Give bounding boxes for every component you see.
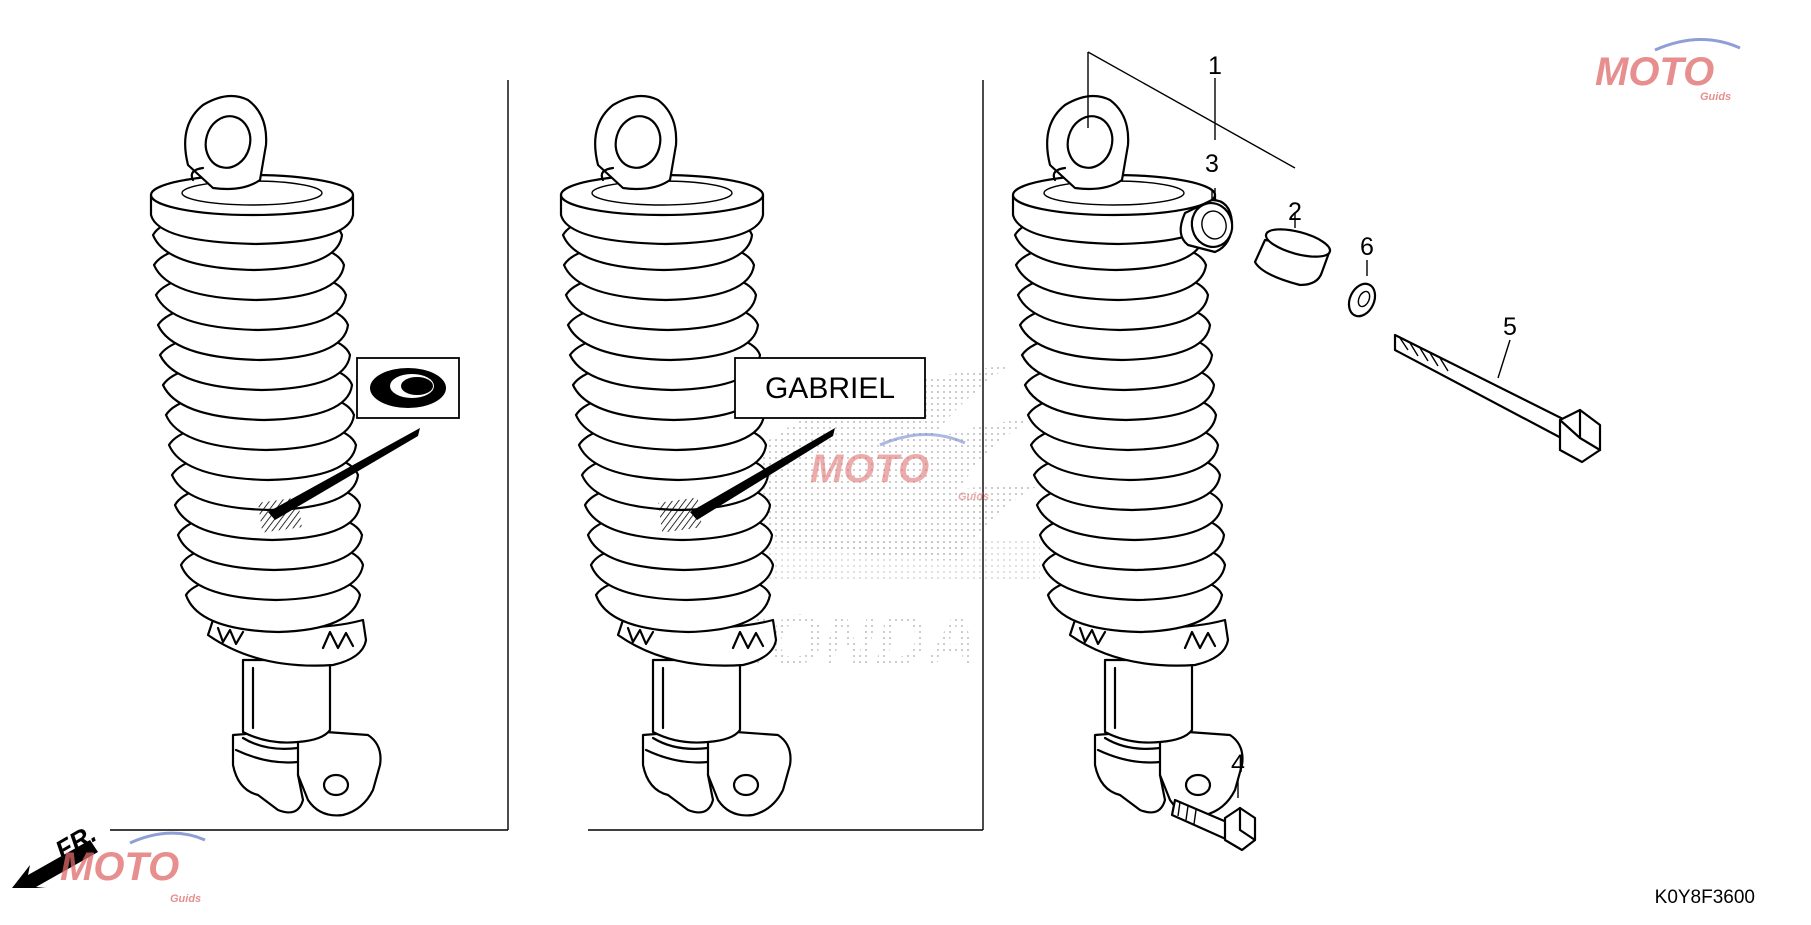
brand-logo-icon xyxy=(370,368,446,408)
gabriel-label-text: GABRIEL xyxy=(765,372,895,405)
diagram-code: K0Y8F3600 xyxy=(1655,887,1755,908)
callout-4: 4 xyxy=(1231,750,1245,778)
shock-absorber-center[interactable] xyxy=(559,94,792,817)
callout-numbers: 1 2 3 4 5 6 xyxy=(1205,52,1517,778)
label-pointer-center xyxy=(690,428,835,520)
swoosh-icon xyxy=(1654,38,1741,52)
label-pointer-left xyxy=(268,428,420,520)
callout-3: 3 xyxy=(1205,150,1219,178)
callout-2: 2 xyxy=(1288,198,1302,226)
part-5-long-bolt[interactable] xyxy=(1393,333,1602,464)
callout-5: 5 xyxy=(1503,313,1517,341)
moto-watermark-text: MOTO xyxy=(810,447,929,491)
panel-frames xyxy=(110,80,984,831)
moto-watermark-text: MOTO xyxy=(60,845,179,889)
moto-watermark-center: MOTO Guids xyxy=(810,433,989,503)
part-4-short-bolt[interactable] xyxy=(1170,778,1257,852)
gabriel-label: GABRIEL xyxy=(690,357,926,520)
moto-watermark-sub: Guids xyxy=(170,893,201,905)
swoosh-icon xyxy=(129,831,206,845)
callout-6: 6 xyxy=(1360,233,1374,261)
part-6-washer[interactable] xyxy=(1344,260,1380,320)
swoosh-icon xyxy=(879,433,966,447)
moto-watermark-bottom-left: MOTO Guids xyxy=(60,831,206,905)
moto-watermark-text: MOTO xyxy=(1595,50,1714,94)
moto-watermark-sub: Guids xyxy=(958,491,989,503)
brand-logo-label xyxy=(268,357,460,520)
callout-1: 1 xyxy=(1208,52,1222,80)
shock-absorber-left[interactable] xyxy=(149,94,382,817)
assembly-bracket-part-1 xyxy=(1087,51,1296,200)
moto-watermark-top-right: MOTO Guids xyxy=(1595,38,1741,103)
moto-watermark-sub: Guids xyxy=(1700,91,1731,103)
front-arrow-icon xyxy=(12,840,98,888)
part-2-collar[interactable] xyxy=(1253,212,1333,287)
part-3-bushing[interactable] xyxy=(1179,190,1237,254)
